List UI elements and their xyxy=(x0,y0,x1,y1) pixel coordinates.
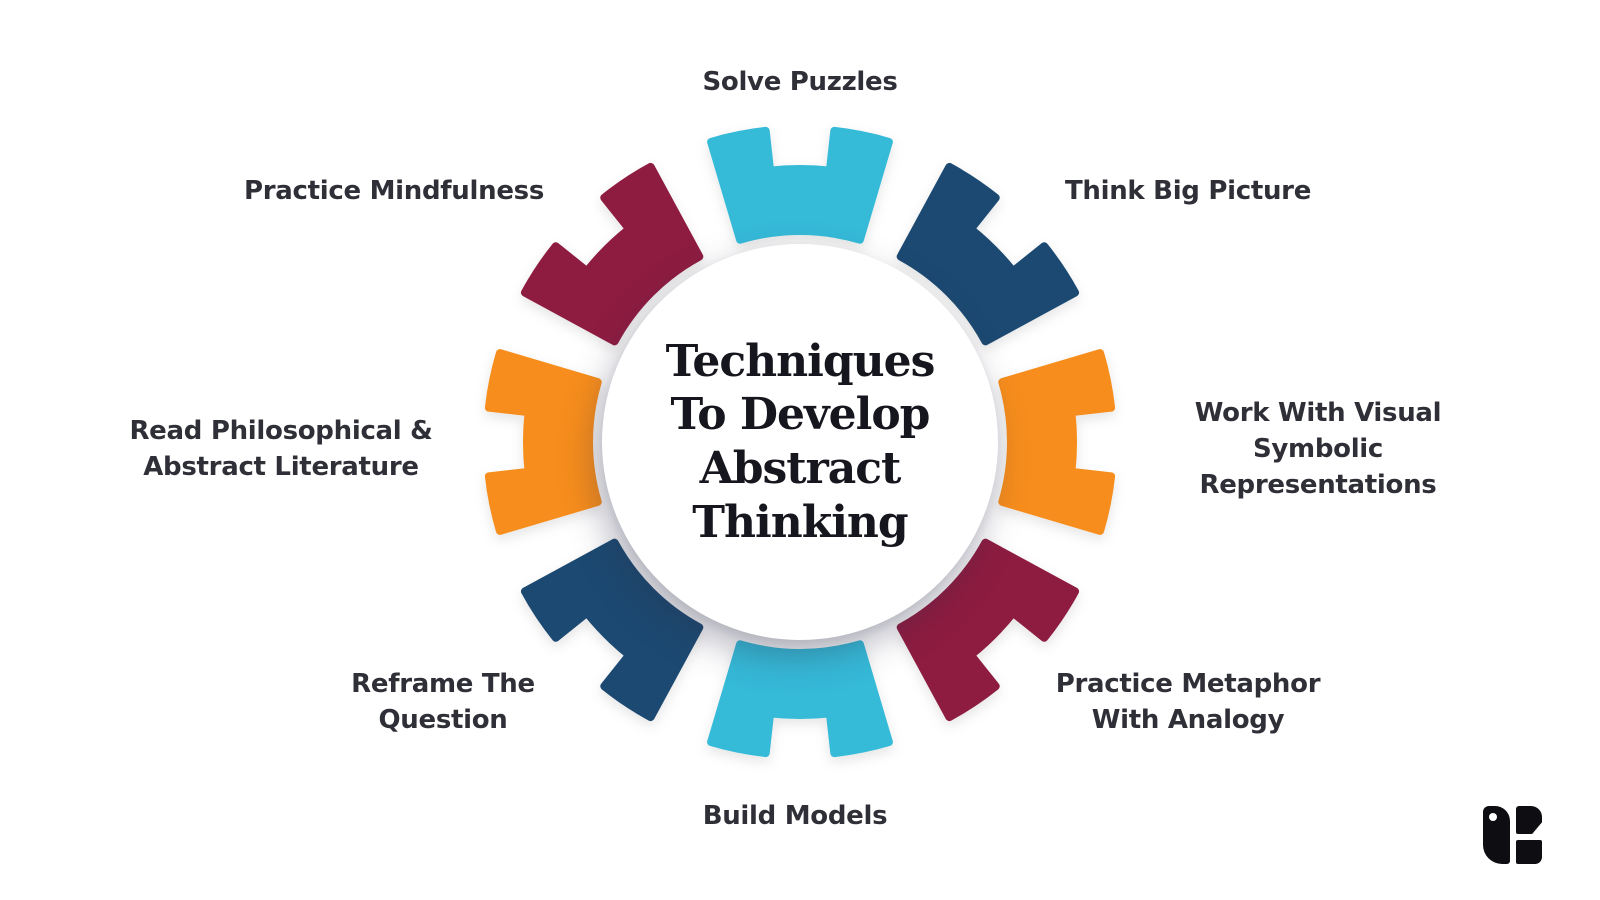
logo-top-right-shape xyxy=(1516,806,1542,834)
label-solve-puzzles: Solve Puzzles xyxy=(702,67,898,98)
logo-left-petal-shape xyxy=(1483,806,1510,864)
gear-tooth-reframe-the-question xyxy=(520,538,704,722)
diagram-title: Techniques To Develop Abstract Thinking xyxy=(665,335,936,548)
gear-diagram xyxy=(484,126,1116,758)
gear-tooth-practice-mindfulness xyxy=(520,162,704,346)
label-practice-metaphor-with-analogy: Practice Metaphor With Analogy xyxy=(1055,669,1321,735)
gear-tooth-work-with-visual-symbolic-representations xyxy=(998,349,1116,535)
label-work-with-visual-symbolic-representations: Work With Visual Symbolic Representation… xyxy=(1194,398,1442,500)
logo-white-dot xyxy=(1489,813,1497,821)
label-read-philosophical-abstract-literature: Read Philosophical & Abstract Literature xyxy=(129,416,433,482)
brand-logo-icon xyxy=(1483,806,1543,866)
label-build-models: Build Models xyxy=(702,801,888,832)
gear-tooth-build-models xyxy=(707,640,893,758)
label-practice-mindfulness: Practice Mindfulness xyxy=(243,176,545,207)
center-circle: Techniques To Develop Abstract Thinking xyxy=(602,244,998,640)
gear-tooth-practice-metaphor-with-analogy xyxy=(896,538,1080,722)
gear-tooth-think-big-picture xyxy=(896,162,1080,346)
logo-bottom-right-shape xyxy=(1516,840,1542,864)
gear-tooth-solve-puzzles xyxy=(707,126,893,244)
gear-tooth-read-philosophical-abstract-literature xyxy=(484,349,602,535)
label-think-big-picture: Think Big Picture xyxy=(1064,176,1312,207)
label-reframe-the-question: Reframe The Question xyxy=(351,669,535,735)
